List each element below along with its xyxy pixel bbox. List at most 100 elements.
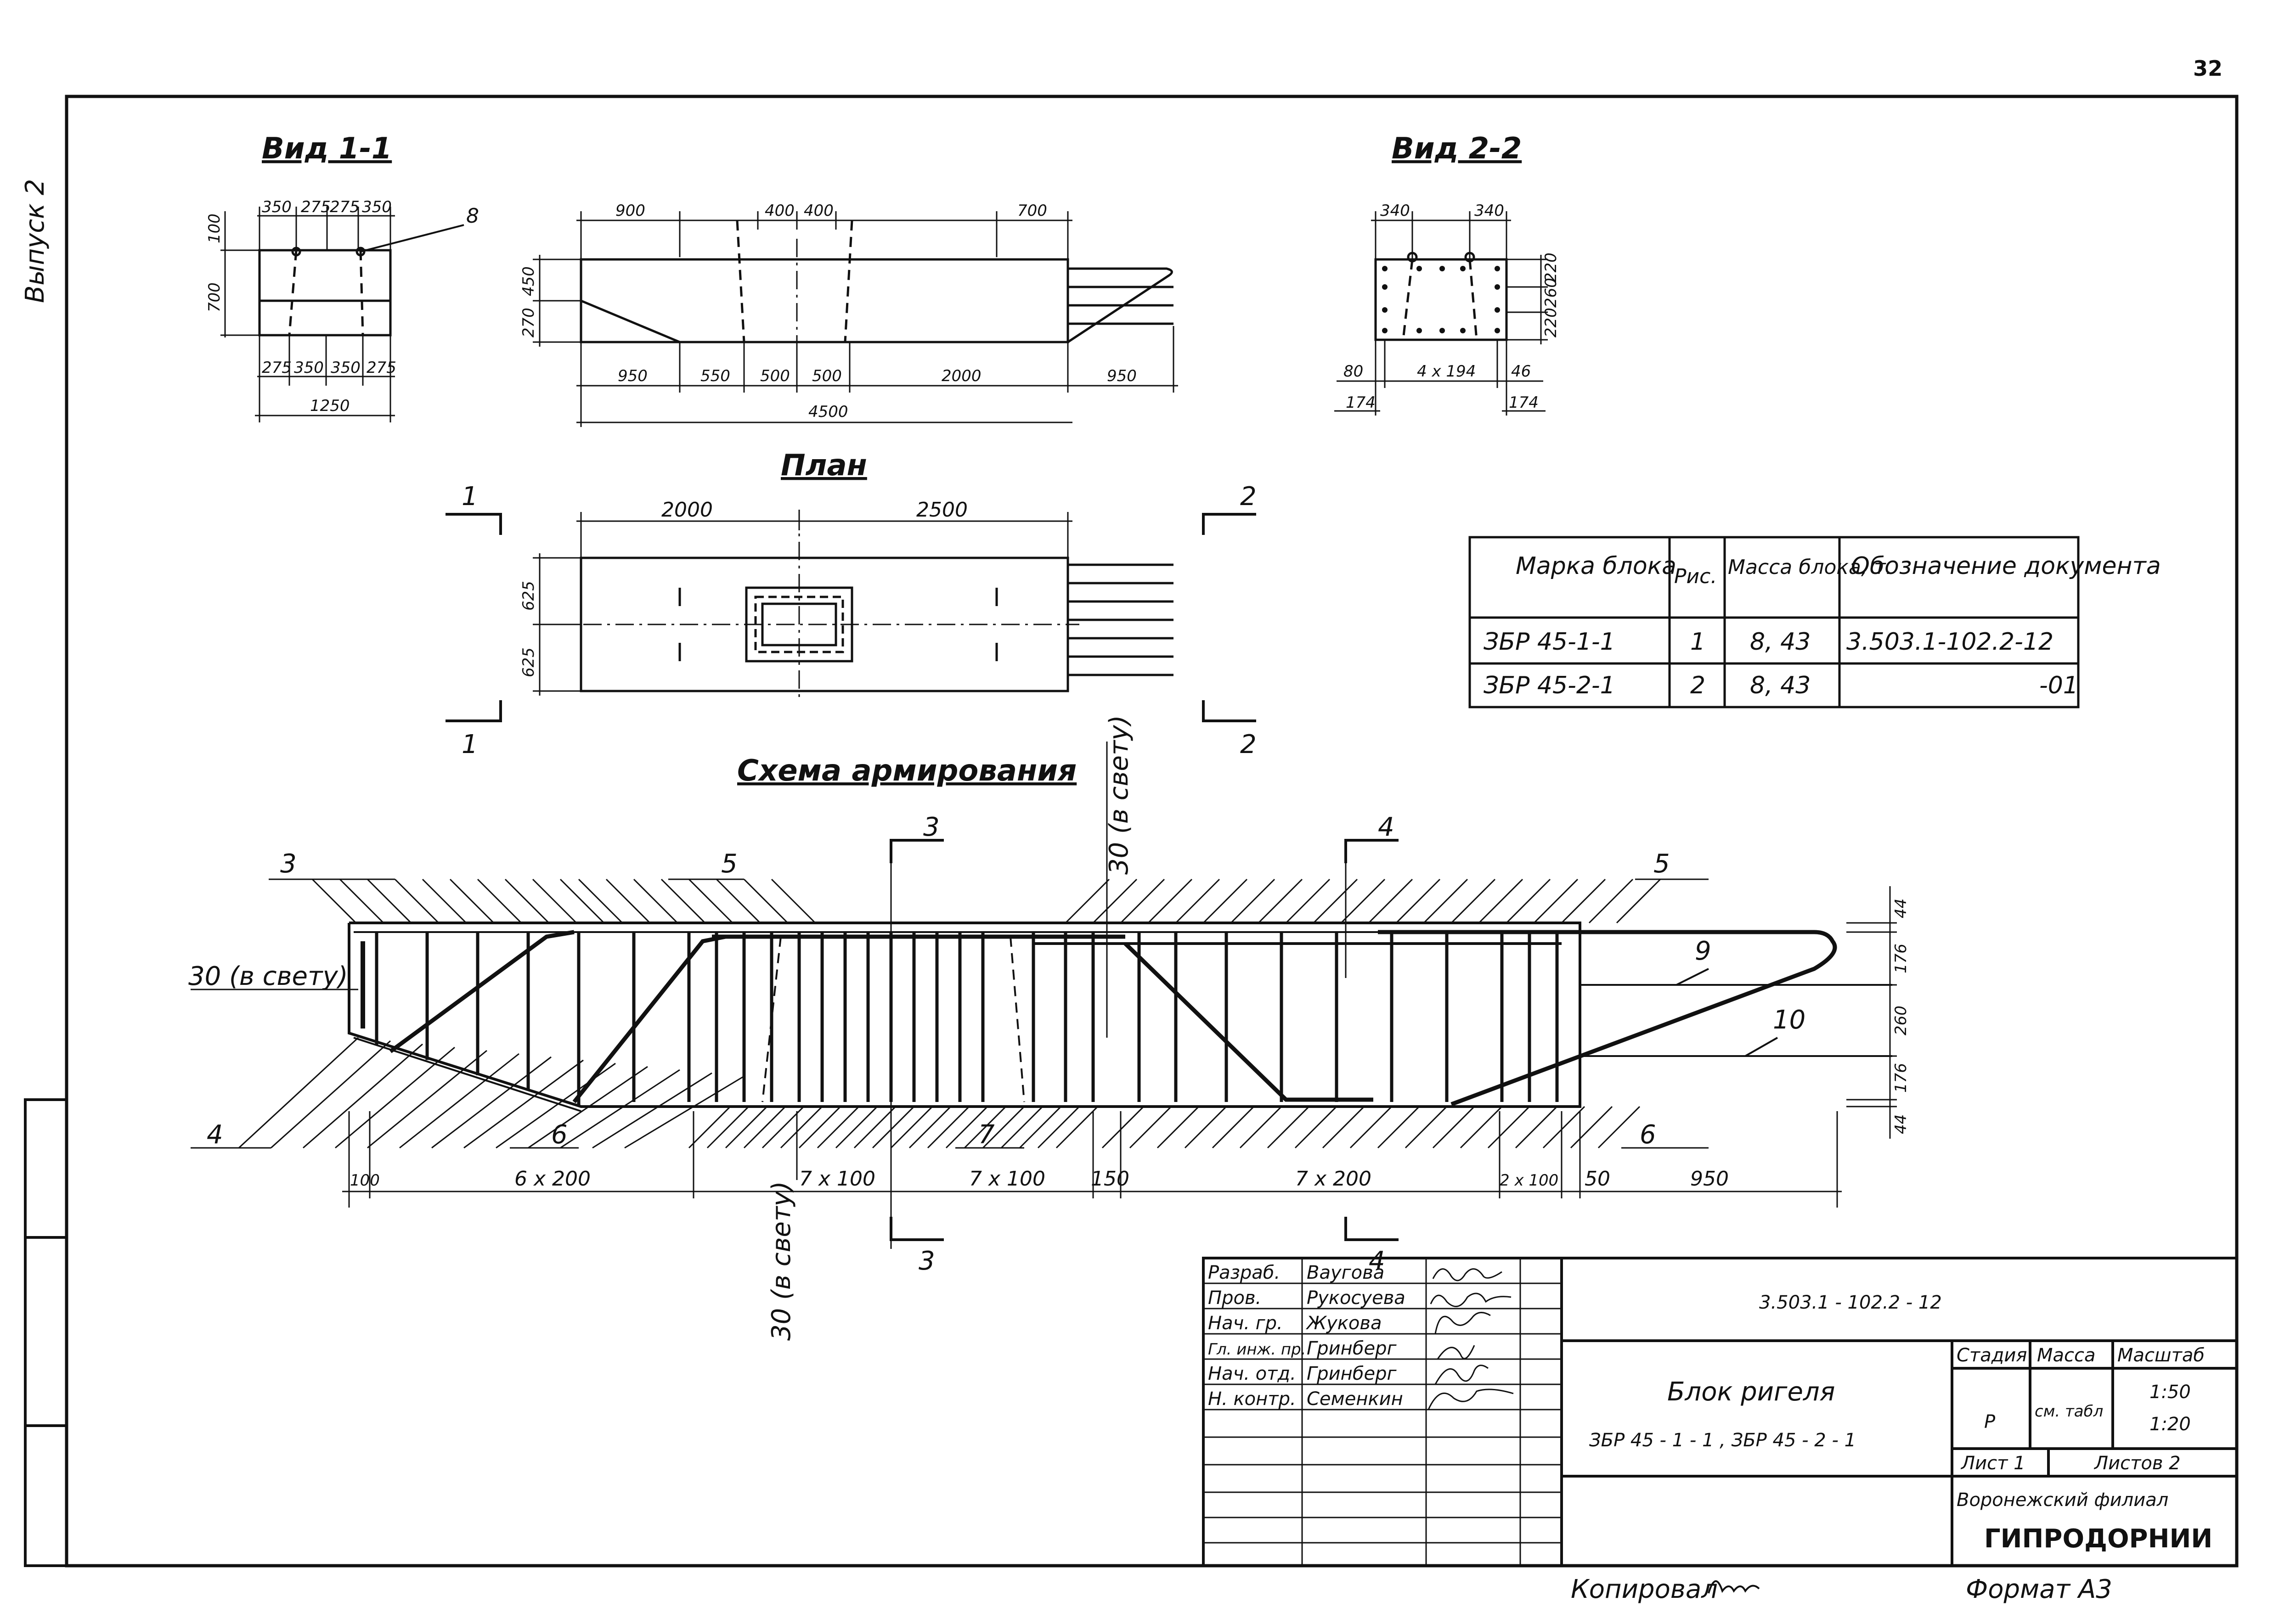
scheme-dimension-lines — [342, 886, 1897, 1208]
section-mark-3-top: 3 — [923, 812, 940, 842]
marks-table-text: Марка блока Рис. Масса блока, т. Обознач… — [1484, 552, 2161, 699]
section-mark-3-bottom: 3 — [919, 1246, 935, 1276]
format-label: Формат А3 — [1966, 1574, 2112, 1604]
svg-text:Гл. инж. пр.: Гл. инж. пр. — [1208, 1340, 1306, 1359]
svg-text:950: 950 — [1690, 1167, 1729, 1191]
svg-text:80: 80 — [1343, 362, 1363, 381]
scheme-beam-outline — [348, 922, 1581, 1112]
svg-text:2500: 2500 — [916, 498, 968, 522]
svg-text:1:20: 1:20 — [2149, 1414, 2191, 1435]
svg-text:150: 150 — [1091, 1167, 1129, 1191]
svg-text:176: 176 — [1892, 1063, 1910, 1093]
svg-text:Нач. гр.: Нач. гр. — [1208, 1313, 1283, 1334]
svg-text:Лист 1: Лист 1 — [1960, 1453, 2025, 1474]
svg-text:Масса: Масса — [2037, 1345, 2096, 1366]
svg-text:Гринберг: Гринберг — [1307, 1363, 1397, 1384]
svg-text:44: 44 — [1892, 899, 1910, 918]
svg-text:625: 625 — [519, 647, 538, 677]
copied-by-label: Копировал — [1571, 1574, 1718, 1604]
drawing-subtitle: ЗБР 45 - 1 - 1 , ЗБР 45 - 2 - 1 — [1589, 1430, 1856, 1451]
svg-text:8: 8 — [466, 204, 479, 228]
svg-text:1: 1 — [462, 730, 478, 759]
view22-rebar-dots — [1382, 266, 1500, 333]
plan-labels: 2000 2500 625 625 1 1 2 2 — [462, 482, 1257, 759]
scheme-title: Схема армирования — [737, 754, 1077, 788]
view11-title: Вид 1-1 — [262, 132, 392, 166]
svg-text:500: 500 — [812, 367, 842, 385]
sheet-frame — [65, 95, 2239, 1568]
table-header-doc: Обозначение документа — [1851, 552, 2161, 580]
elevation-drawing — [580, 220, 1173, 343]
table-row-1-mass: 8, 43 — [1750, 628, 1811, 656]
svg-text:275: 275 — [262, 359, 292, 377]
svg-text:100: 100 — [205, 214, 224, 243]
svg-text:275: 275 — [330, 198, 360, 216]
svg-text:7 x 100: 7 x 100 — [799, 1167, 875, 1191]
elevation-dim-labels: 900 400 400 700 450 270 950 550 500 500 … — [519, 202, 1137, 421]
view22-drawing — [1374, 252, 1508, 341]
svg-text:7 x 200: 7 x 200 — [1295, 1167, 1371, 1191]
callout-10: 10 — [1773, 1005, 1805, 1035]
svg-text:Листов 2: Листов 2 — [2093, 1453, 2181, 1474]
svg-text:2000: 2000 — [661, 498, 713, 522]
table-header-fig: Рис. — [1674, 565, 1717, 588]
copied-by-signature — [1708, 1580, 1760, 1594]
svg-text:220: 220 — [1542, 308, 1560, 337]
title-block-people: Разраб. Ваугова Пров. Рукосуева Нач. гр.… — [1208, 1262, 1405, 1410]
table-header-mark: Марка блока — [1516, 552, 1676, 580]
svg-text:260: 260 — [1542, 278, 1560, 308]
svg-text:Пров.: Пров. — [1208, 1287, 1261, 1309]
plan-drawing — [551, 510, 1173, 703]
org-name: ГИПРОДОРНИИ — [1984, 1524, 2212, 1554]
left-margin-stamps — [24, 1098, 68, 1567]
section-mark-4-top: 4 — [1378, 812, 1394, 842]
svg-text:6 x 200: 6 x 200 — [514, 1167, 591, 1191]
svg-text:4500: 4500 — [808, 403, 848, 421]
callout-6b: 6 — [1640, 1120, 1656, 1150]
callout-5b: 5 — [1653, 849, 1670, 879]
svg-text:700: 700 — [205, 282, 224, 312]
table-row-2-fig: 2 — [1690, 672, 1705, 699]
svg-text:350: 350 — [262, 198, 292, 216]
svg-text:275: 275 — [367, 359, 396, 377]
drawing-title: Блок ригеля — [1667, 1377, 1835, 1407]
callout-6a: 6 — [551, 1120, 568, 1150]
clear-label-bottom: 30 (в свету) — [767, 1181, 796, 1341]
view11-drawing — [258, 224, 464, 337]
scheme-stirrups — [375, 932, 1559, 1106]
svg-text:50: 50 — [1585, 1167, 1610, 1191]
title-block-signatures — [1427, 1268, 1514, 1410]
svg-text:Разраб.: Разраб. — [1208, 1262, 1280, 1283]
svg-text:2: 2 — [1240, 730, 1257, 759]
svg-text:Семенкин: Семенкин — [1307, 1388, 1403, 1410]
svg-text:350: 350 — [362, 198, 392, 216]
scheme-hatching — [238, 878, 1661, 1149]
marks-table — [1468, 536, 2080, 708]
table-row-2-doc: -01 — [2039, 672, 2078, 699]
plan-title: План — [781, 449, 867, 483]
plan-section-cut-marks — [446, 513, 1256, 722]
page-number: 32 — [2193, 56, 2223, 81]
svg-text:340: 340 — [1474, 202, 1504, 220]
doc-code: 3.503.1 - 102.2 - 12 — [1759, 1292, 1942, 1313]
svg-text:275: 275 — [301, 198, 331, 216]
svg-text:174: 174 — [1509, 393, 1539, 412]
svg-text:700: 700 — [1017, 202, 1047, 220]
svg-text:950: 950 — [618, 367, 648, 385]
svg-text:340: 340 — [1380, 202, 1410, 220]
svg-text:400: 400 — [765, 202, 795, 220]
org-branch: Воронежский филиал — [1957, 1489, 2168, 1511]
plan-dimension-lines — [533, 512, 1072, 696]
svg-text:100: 100 — [350, 1171, 380, 1190]
scheme-leader-lines — [191, 878, 1709, 1149]
table-header-mass: Масса блока, т. — [1728, 556, 1892, 579]
svg-text:270: 270 — [519, 308, 538, 337]
callout-7: 7 — [978, 1120, 995, 1150]
svg-text:550: 550 — [700, 367, 730, 385]
svg-text:350: 350 — [294, 359, 324, 377]
svg-text:400: 400 — [804, 202, 834, 220]
svg-text:Н. контр.: Н. контр. — [1208, 1388, 1296, 1410]
table-row-1-fig: 1 — [1690, 628, 1705, 656]
callout-4: 4 — [207, 1120, 223, 1150]
svg-text:см. табл: см. табл — [2035, 1402, 2103, 1421]
